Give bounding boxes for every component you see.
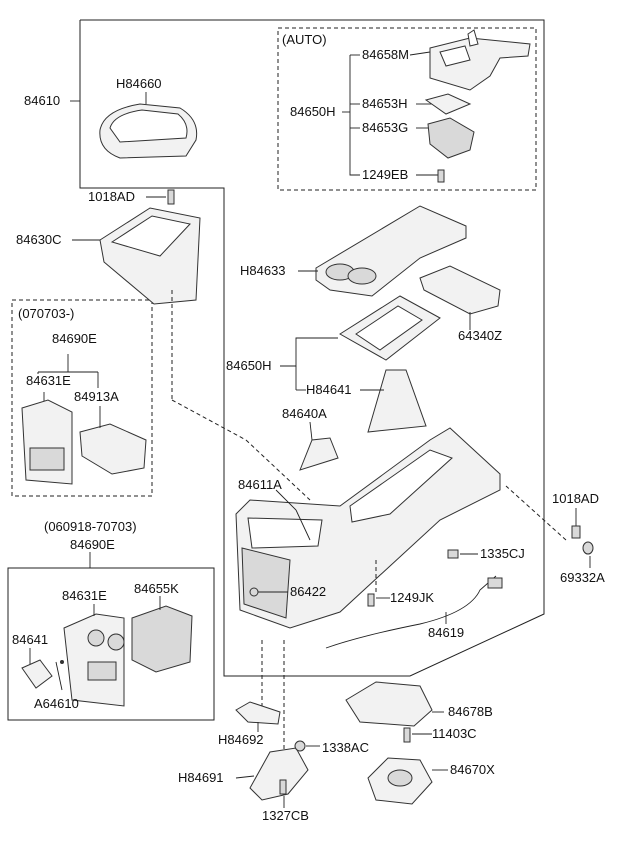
label-84678B: 84678B — [448, 704, 493, 719]
label-84631E-a: 84631E — [26, 373, 71, 388]
label-84653H: 84653H — [362, 96, 408, 111]
group-070703-label: (070703-) — [18, 306, 75, 321]
label-84670X: 84670X — [450, 762, 495, 777]
label-84610: 84610 — [24, 93, 61, 108]
label-84619: 84619 — [428, 625, 465, 640]
label-84658M: 84658M — [362, 47, 409, 62]
shift-bezel — [427, 117, 475, 159]
kit-060918-box — [7, 567, 215, 721]
bracket-H84691 — [249, 747, 309, 801]
label-H84692: H84692 — [218, 732, 264, 747]
label-84690E-a: 84690E — [52, 331, 97, 346]
label-84690E-b: 84690E — [70, 537, 115, 552]
group-060918-label: (060918-70703) — [44, 519, 137, 534]
label-69332A: 69332A — [560, 570, 605, 585]
label-1249EB: 1249EB — [362, 167, 409, 182]
label-84650H: 84650H — [226, 358, 272, 373]
label-1018AD-top: 1018AD — [88, 189, 135, 204]
shift-cover-84678B — [345, 681, 433, 727]
floor-console-body — [235, 427, 501, 629]
label-H84633: H84633 — [240, 263, 286, 278]
main-assembly-frame — [79, 19, 545, 677]
label-84631E-b: 84631E — [62, 588, 107, 603]
auto-shift-box — [277, 27, 537, 191]
kit-070703-box — [11, 299, 153, 497]
label-84653G: 84653G — [362, 120, 409, 135]
release-cable — [325, 575, 497, 649]
cover-84640A — [299, 437, 339, 471]
kit-070703-storage — [79, 423, 147, 475]
label-H84660: H84660 — [116, 76, 162, 91]
label-1249JK: 1249JK — [390, 590, 435, 605]
label-84640A: 84640A — [282, 406, 327, 421]
label-86422: 86422 — [290, 584, 327, 599]
label-H84691: H84691 — [178, 770, 224, 785]
label-1018AD-right: 1018AD — [552, 491, 599, 506]
ashtray-84655K — [131, 605, 193, 673]
label-84641: 84641 — [12, 632, 49, 647]
kit-060918-console-panel — [63, 613, 125, 707]
label-84630C: 84630C — [16, 232, 62, 247]
label-11403C: 11403C — [432, 726, 477, 741]
label-84611A: 84611A — [238, 477, 282, 492]
label-H84641: H84641 — [306, 382, 352, 397]
cup-84641 — [21, 659, 53, 689]
label-84650H-auto: 84650H — [290, 104, 336, 119]
auto-group-label: (AUTO) — [282, 32, 327, 47]
bracket-H84692 — [235, 701, 281, 725]
label-1327CB: 1327CB — [262, 808, 309, 823]
label-1338AC: 1338AC — [322, 740, 369, 755]
label-64340Z: 64340Z — [458, 328, 503, 343]
label-84913A: 84913A — [74, 389, 119, 404]
shift-indicator-frame — [424, 93, 472, 115]
label-84655K: 84655K — [134, 581, 179, 596]
label-1335CJ: 1335CJ — [480, 546, 525, 561]
shift-boot — [367, 369, 427, 433]
mounting-bracket-64340Z — [419, 265, 501, 315]
label-A64610: A64610 — [34, 696, 79, 711]
kit-070703-console-panel — [21, 399, 73, 485]
